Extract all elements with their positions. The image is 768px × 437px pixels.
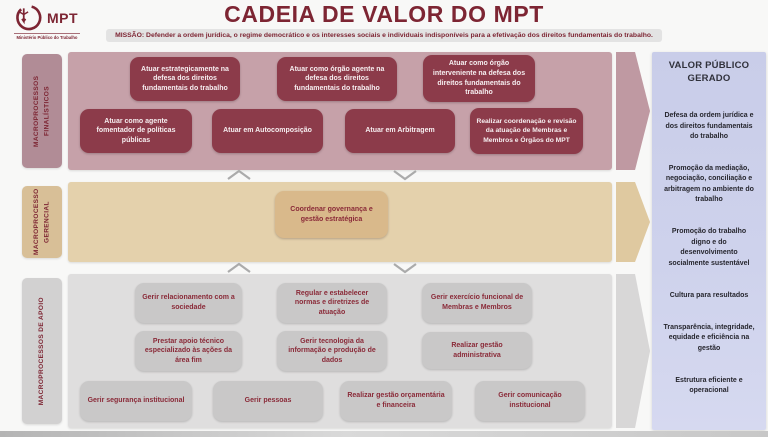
process-box: Coordenar governança e gestão estratégic… — [275, 191, 388, 238]
process-box: Atuar como órgão interveniente na defesa… — [423, 55, 535, 102]
page-title: CADEIA DE VALOR DO MPT — [224, 1, 544, 27]
band-gerencial: Coordenar governança e gestão estratégic… — [68, 182, 612, 262]
mpt-logo-icon — [16, 5, 42, 31]
process-box: Gerir exercício funcional de Membras e M… — [422, 283, 532, 323]
mpt-logo-row: MPT — [14, 4, 124, 32]
process-box: Gerir pessoas — [213, 381, 323, 421]
mission-text: Defender a ordem jurídica, o regime demo… — [146, 32, 653, 39]
process-box: Atuar como agente fomentador de política… — [80, 109, 192, 153]
process-box: Realizar gestão administrativa — [422, 332, 532, 369]
band-arrow-gerencial — [616, 182, 650, 262]
process-box: Gerir segurança institucional — [80, 381, 192, 421]
mission-label: MISSÃO: — [115, 32, 145, 39]
mission-bar: MISSÃO: Defender a ordem jurídica, o reg… — [106, 29, 662, 42]
value-item: Defesa da ordem jurídica e dos direitos … — [664, 112, 754, 141]
value-panel-title: VALOR PÚBLICO GERADO — [668, 60, 750, 84]
process-box: Atuar em Arbitragem — [345, 109, 455, 153]
chevron-up-icon — [227, 262, 251, 273]
chevron-down-icon — [393, 170, 417, 181]
band-arrow-apoio — [616, 274, 650, 428]
process-box: Gerir relacionamento com a sociedade — [135, 283, 242, 323]
process-box: Prestar apoio técnico especializado às a… — [135, 331, 242, 371]
value-item: Cultura para resultados — [669, 291, 749, 299]
process-box: Gerir comunicação institucional — [475, 381, 585, 421]
chevron-up-icon — [227, 169, 251, 180]
band-label-finalisticos: MACROPROCESSOS FINALÍSTICOS — [22, 54, 62, 168]
process-box: Regular e estabelecer normas e diretrize… — [277, 283, 387, 323]
logo-text: MPT — [47, 10, 79, 26]
process-box: Gerir tecnologia da informação e produçã… — [277, 331, 387, 371]
page-bottom-edge — [0, 431, 768, 437]
value-item: Promoção da mediação, negociação, concil… — [664, 164, 754, 204]
value-item: Estrutura eficiente e operacional — [675, 376, 743, 395]
value-panel-items: Defesa da ordem jurídica e dos direitos … — [656, 90, 762, 418]
process-box: Realizar coordenação e revisão da atuaçã… — [470, 108, 583, 154]
band-label-apoio: MACROPROCESSOS DE APOIO — [22, 278, 62, 424]
value-panel: VALOR PÚBLICO GERADO Defesa da ordem jur… — [652, 52, 766, 430]
mpt-logo: MPT Ministério Público do Trabalho — [14, 4, 124, 42]
band-apoio: Gerir relacionamento com a sociedade Reg… — [68, 274, 612, 428]
value-item: Promoção do trabalho digno e do desenvol… — [668, 228, 750, 267]
process-box: Realizar gestão orçamentária e financeir… — [340, 381, 452, 421]
process-box: Atuar estrategicamente na defesa dos dir… — [130, 57, 240, 101]
band-label-gerencial-text: MACROPROCESSO GERENCIAL — [32, 188, 50, 256]
process-box: Atuar em Autocomposição — [212, 109, 323, 153]
value-item: Transparência, integridade, equidade e e… — [663, 323, 755, 352]
band-label-finalisticos-text: MACROPROCESSOS FINALÍSTICOS — [32, 75, 50, 147]
band-arrow-finalisticos — [616, 52, 650, 170]
logo-subtext: Ministério Público do Trabalho — [14, 33, 80, 40]
band-finalisticos: Atuar estrategicamente na defesa dos dir… — [68, 52, 612, 170]
band-label-gerencial: MACROPROCESSO GERENCIAL — [22, 186, 62, 258]
process-box: Atuar como órgão agente na defesa dos di… — [277, 57, 397, 101]
chevron-down-icon — [393, 263, 417, 274]
band-label-apoio-text: MACROPROCESSOS DE APOIO — [37, 296, 45, 406]
